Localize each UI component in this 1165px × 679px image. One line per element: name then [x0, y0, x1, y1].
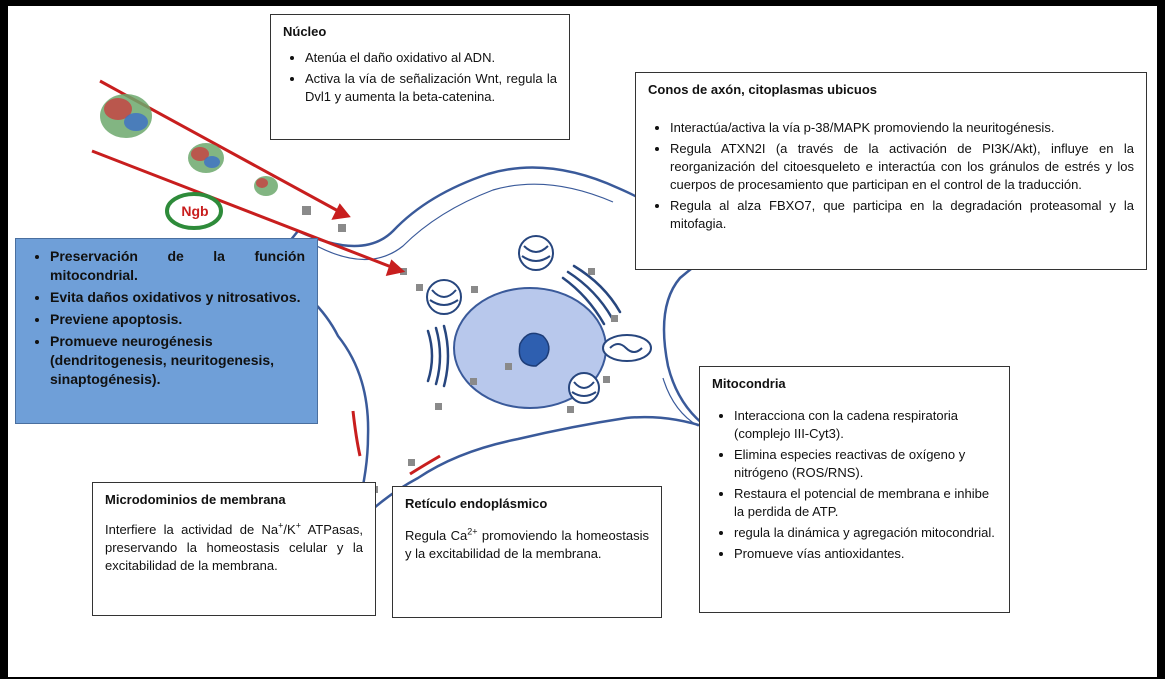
mitocondria-item: Elimina especies reactivas de oxígeno y … — [734, 446, 997, 482]
microdominios-sup: + — [278, 520, 284, 531]
microdominios-text: Interfiere la actividad de Na+/K+ ATPasa… — [105, 521, 363, 575]
nucleo-item: Activa la vía de señalización Wnt, regul… — [305, 70, 557, 106]
ngb-label: Ngb — [181, 203, 209, 219]
mitocondria-item: Promueve vías antioxidantes. — [734, 545, 997, 563]
mitocondria-item: Restaura el potencial de membrana e inhi… — [734, 485, 997, 521]
reticulo-sup: 2+ — [467, 526, 478, 537]
conos-box: Conos de axón, citoplasmas ubicuos Inter… — [635, 72, 1147, 270]
reticulo-title: Retículo endoplásmico — [405, 496, 548, 511]
microdominios-box: Microdominios de membrana Interfiere la … — [92, 482, 376, 616]
conos-item: Regula al alza FBXO7, que participa en l… — [670, 197, 1134, 233]
preservacion-item: Preservación de la función mitocondrial. — [50, 247, 305, 285]
mitocondria-list: Interacciona con la cadena respiratoria … — [712, 407, 997, 563]
reticulo-text-part: Regula Ca — [405, 528, 468, 543]
conos-title: Conos de axón, citoplasmas ubicuos — [648, 82, 877, 97]
microdominios-text-part: /K — [283, 522, 296, 537]
conos-list: Interactúa/activa la vía p-38/MAPK promo… — [648, 119, 1134, 233]
mitocondria-box: Mitocondria Interacciona con la cadena r… — [699, 366, 1010, 613]
nucleo-title: Núcleo — [283, 24, 327, 39]
nucleo-item: Atenúa el daño oxidativo al ADN. — [305, 49, 557, 67]
nucleo-list: Atenúa el daño oxidativo al ADN. Activa … — [283, 49, 557, 106]
figure-frame: Ngb Núcleo Atenúa el daño oxidativo al A… — [8, 6, 1157, 677]
microdominios-sup: + — [295, 520, 301, 531]
reticulo-text-part: promoviendo la homeostasis y la excitabi… — [405, 528, 649, 561]
conos-item: Regula ATXN2I (a través de la activación… — [670, 140, 1134, 194]
mitocondria-title: Mitocondria — [712, 376, 786, 391]
preservacion-item: Promueve neurogénesis (dendritogenesis, … — [50, 332, 305, 389]
membrane-microdomains — [351, 410, 441, 476]
preservacion-item: Evita daños oxidativos y nitrosativos. — [50, 288, 305, 307]
mitocondria-item: Interacciona con la cadena respiratoria … — [734, 407, 997, 443]
neuron-illustration — [91, 79, 752, 536]
ngb-ring — [165, 192, 223, 230]
preservacion-item: Previene apoptosis. — [50, 310, 305, 329]
microdominios-title: Microdominios de membrana — [105, 492, 286, 507]
reticulo-text: Regula Ca2+ promoviendo la homeostasis y… — [405, 527, 649, 563]
microdominios-text-part: Interfiere la actividad de Na — [105, 522, 279, 537]
endoplasmic-reticulum — [426, 264, 622, 388]
microdominios-text-part: ATPasas, preservando la homeostasis celu… — [105, 522, 363, 573]
preservacion-list: Preservación de la función mitocondrial.… — [28, 247, 305, 389]
mitochondria — [426, 235, 652, 404]
conos-item: Interactúa/activa la vía p-38/MAPK promo… — [670, 119, 1134, 137]
mitocondria-item: regula la dinámica y agregación mitocond… — [734, 524, 997, 542]
reticulo-box: Retículo endoplásmico Regula Ca2+ promov… — [392, 486, 662, 618]
preservacion-box: Preservación de la función mitocondrial.… — [15, 238, 318, 424]
nucleolus — [518, 332, 550, 367]
nucleo-box: Núcleo Atenúa el daño oxidativo al ADN. … — [270, 14, 570, 140]
protein-structure-icon — [100, 94, 278, 196]
